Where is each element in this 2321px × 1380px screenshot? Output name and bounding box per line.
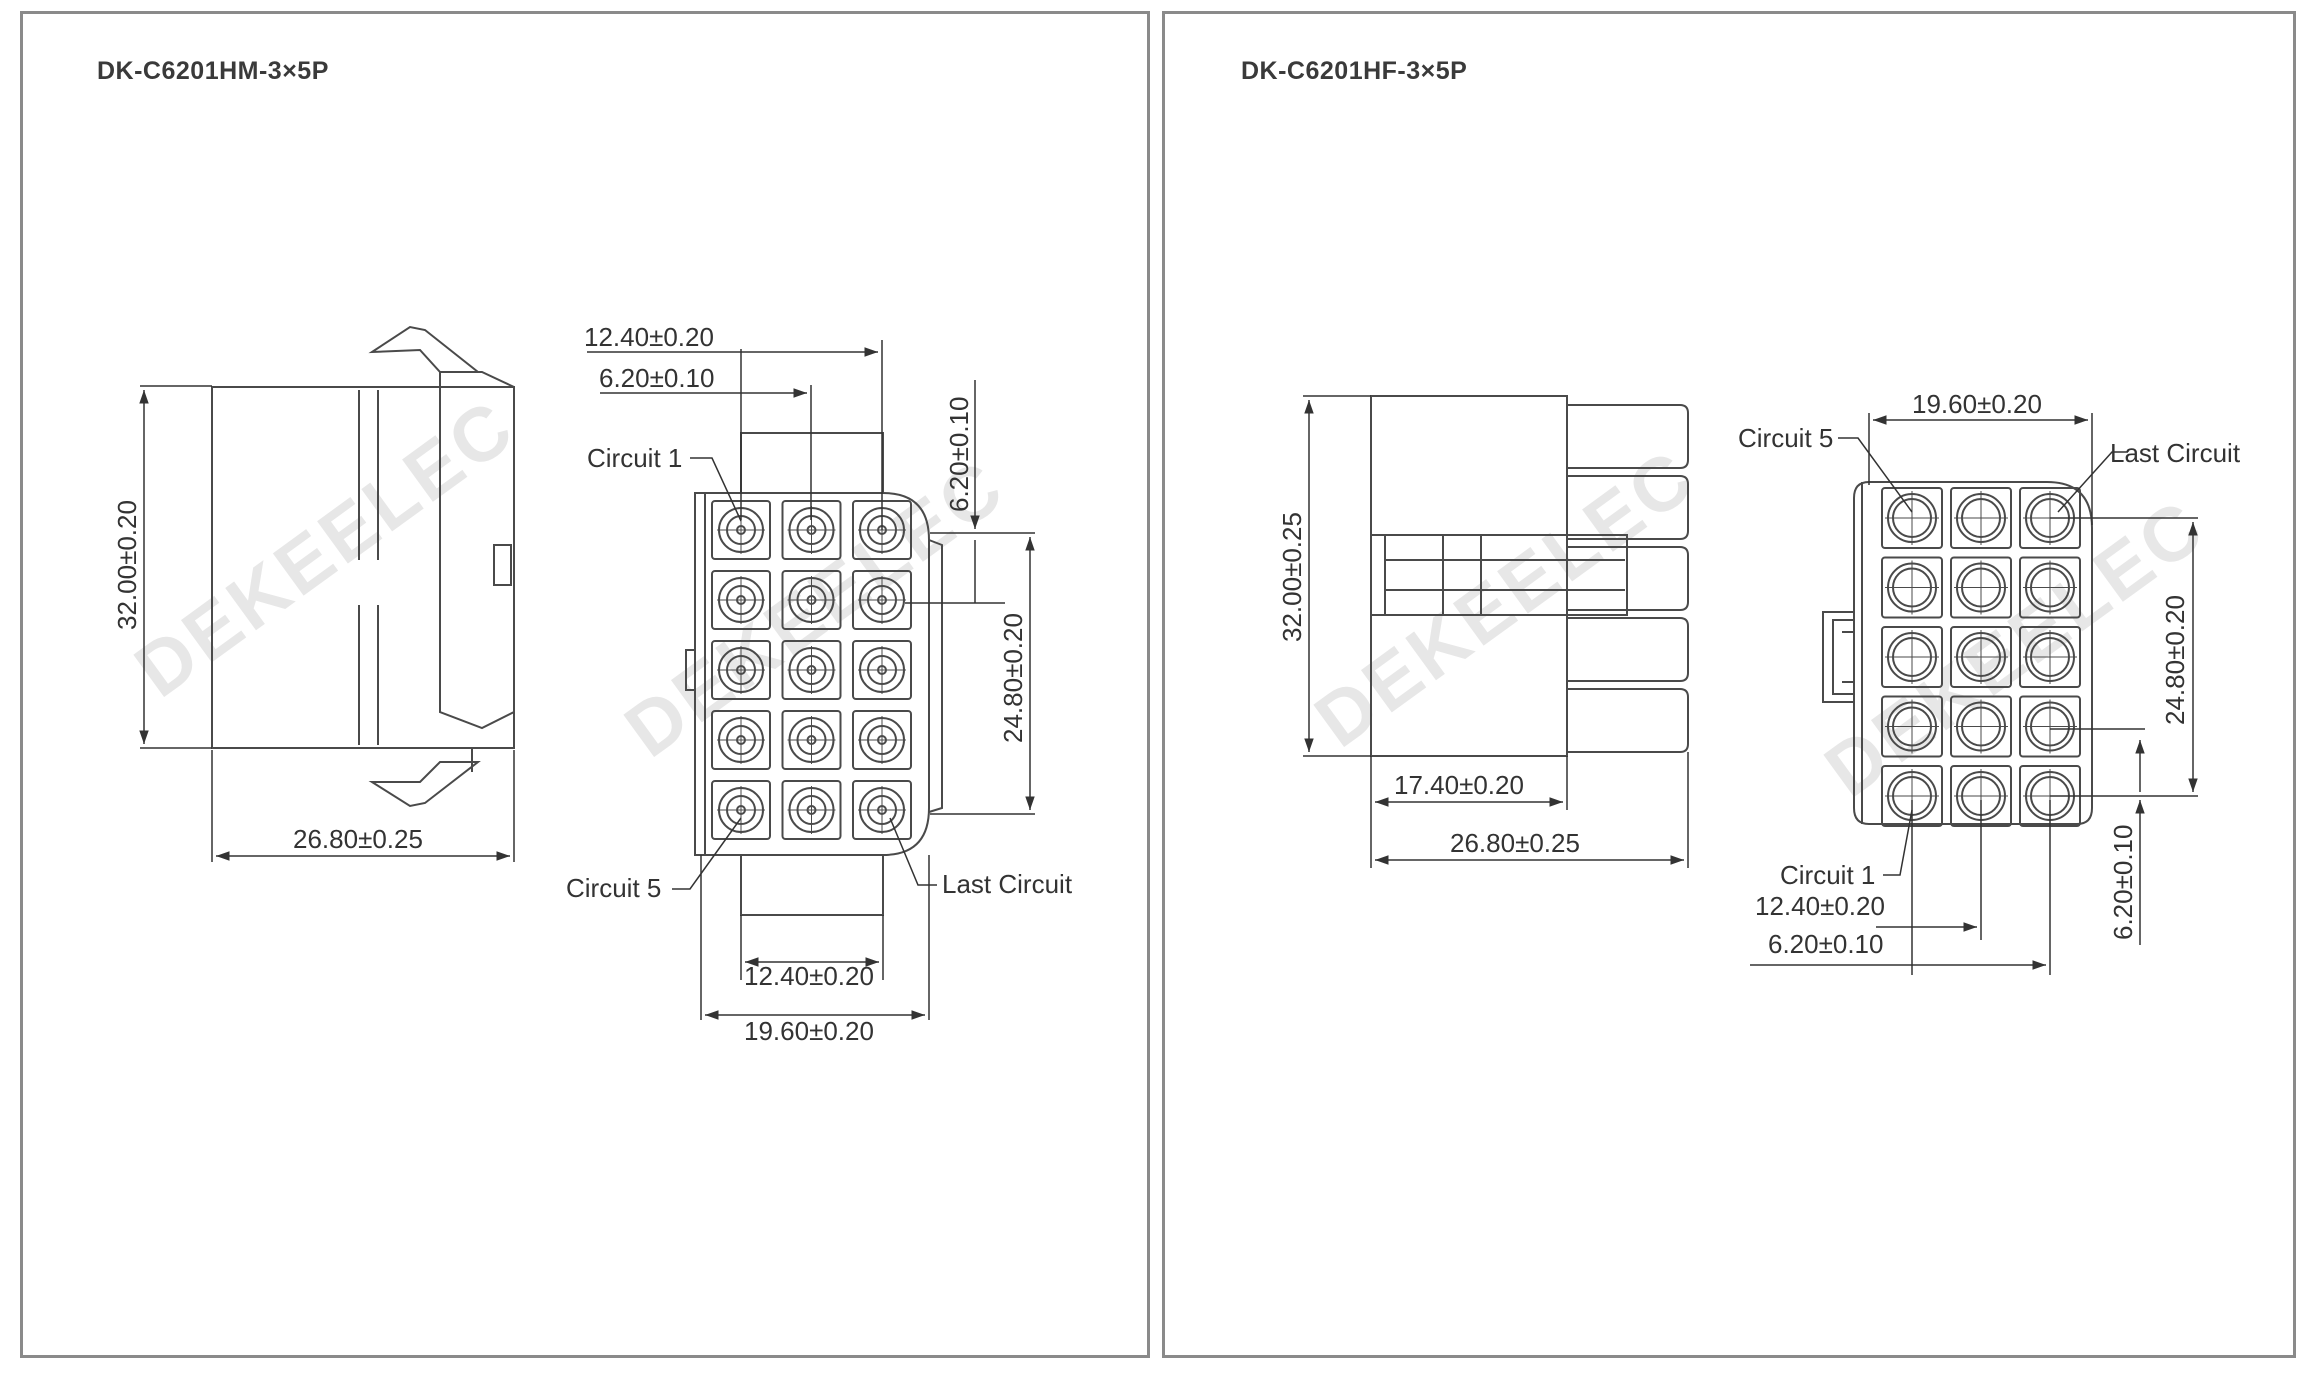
terminal-cavity: [1950, 626, 2012, 688]
right-front-right-dim-1: 24.80±0.20: [2160, 595, 2190, 725]
right-part-number-title: DK-C6201HF-3×5P: [1241, 57, 1468, 85]
left-drawing-panel: [20, 11, 1150, 1358]
terminal-cavity: [1881, 695, 1943, 758]
right-front-bottom-dim-1: 12.40±0.20: [1755, 891, 1885, 921]
terminal-cavity: [2019, 556, 2081, 619]
right-circuit-1-label: Circuit 1: [1780, 860, 1875, 890]
left-circuit-1-label: Circuit 1: [587, 443, 682, 473]
watermark-text: DEKEELEC: [120, 383, 531, 714]
right-side-width-dim: 26.80±0.25: [1450, 828, 1580, 858]
terminal-cavity: [852, 780, 912, 840]
left-front-view: [685, 432, 943, 916]
right-front-dimensions: [1750, 413, 2198, 975]
right-front-top-dim: 19.60±0.20: [1912, 389, 2042, 419]
terminal-cavity: [852, 640, 912, 700]
right-cavity-grid: [1881, 487, 2081, 827]
terminal-cavity: [1950, 487, 2012, 549]
right-side-inner-width-dim: 17.40±0.20: [1394, 770, 1524, 800]
right-side-view: [1370, 395, 1689, 757]
terminal-cavity: [1881, 487, 1943, 549]
terminal-cavity: [852, 710, 912, 770]
terminal-cavity: [1881, 626, 1943, 688]
right-drawing-panel: [1162, 11, 2296, 1358]
left-front-bottom-dim-2: 19.60±0.20: [744, 1016, 874, 1046]
right-front-bottom-dim-2: 6.20±0.10: [1768, 929, 1883, 959]
terminal-cavity: [1950, 695, 2012, 758]
right-last-circuit-label: Last Circuit: [2110, 438, 2241, 468]
right-front-right-dim-2: 6.20±0.10: [2108, 825, 2138, 940]
left-side-width-dim: 26.80±0.25: [293, 824, 423, 854]
left-side-view: [211, 325, 515, 808]
terminal-cavity: [2019, 626, 2081, 688]
right-side-height-dim: 32.00±0.25: [1277, 512, 1307, 642]
terminal-cavity: [711, 710, 771, 770]
left-last-circuit-label: Last Circuit: [942, 869, 1073, 899]
terminal-cavity: [1950, 556, 2012, 619]
terminal-cavity: [711, 640, 771, 700]
left-circuit-5-label: Circuit 5: [566, 873, 661, 903]
terminal-cavity: [711, 570, 771, 630]
terminal-cavity: [781, 780, 842, 840]
left-side-height-dim: 32.00±0.20: [112, 500, 142, 630]
terminal-cavity: [852, 570, 912, 630]
left-part-number-title: DK-C6201HM-3×5P: [97, 57, 329, 85]
left-cavity-grid: [711, 500, 912, 840]
left-side-dimensions: [139, 385, 515, 862]
right-side-dimensions: [1303, 395, 1689, 868]
terminal-cavity: [781, 640, 842, 700]
left-front-top-dim-1: 12.40±0.20: [584, 322, 714, 352]
left-front-dimensions: [587, 340, 1035, 1020]
terminal-cavity: [781, 710, 842, 770]
terminal-cavity: [711, 780, 771, 840]
left-front-top-dim-2: 6.20±0.10: [599, 363, 714, 393]
right-circuit-5-label: Circuit 5: [1738, 423, 1833, 453]
watermark-text: DEKEELEC: [1300, 433, 1711, 764]
terminal-cavity: [1881, 556, 1943, 619]
left-front-right-dim-1: 6.20±0.10: [944, 397, 974, 512]
left-front-bottom-dim-1: 12.40±0.20: [744, 961, 874, 991]
left-front-right-dim-2: 24.80±0.20: [998, 613, 1028, 743]
right-front-view: [1822, 481, 2093, 825]
terminal-cavity: [781, 570, 842, 630]
terminal-cavity: [2019, 695, 2081, 758]
